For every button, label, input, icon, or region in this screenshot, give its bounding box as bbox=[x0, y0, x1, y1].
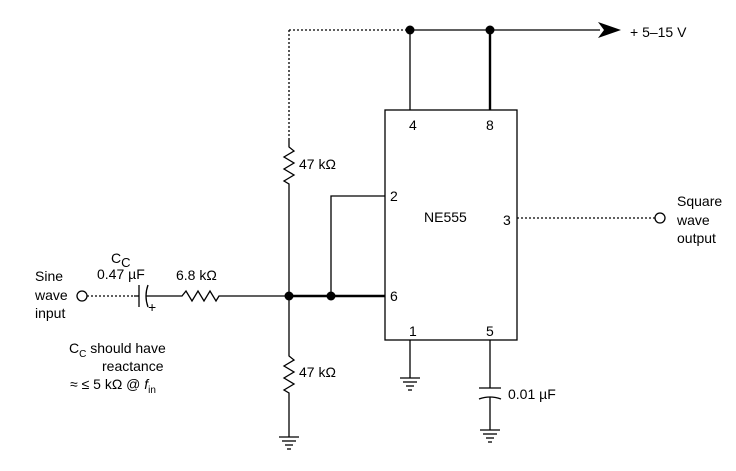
output-label-line2: wave bbox=[676, 212, 710, 228]
coupling-capacitor-name: CC bbox=[111, 250, 131, 270]
resistor-top-label: 47 kΩ bbox=[299, 156, 336, 172]
resistor-top-symbol bbox=[282, 140, 296, 190]
pin-2-label: 2 bbox=[390, 188, 398, 204]
note-line2: reactance bbox=[102, 358, 164, 374]
output-label-line3: output bbox=[677, 230, 716, 246]
coupling-capacitor-symbol bbox=[134, 284, 178, 308]
pin-8-label: 8 bbox=[486, 117, 494, 133]
pin5-capacitor-label: 0.01 µF bbox=[508, 386, 556, 402]
pin2-wire bbox=[330, 195, 385, 296]
output-label-line1: Square bbox=[677, 193, 722, 209]
junction-dot bbox=[284, 291, 294, 301]
pin-1-label: 1 bbox=[409, 323, 417, 339]
pin-4-label: 4 bbox=[409, 117, 417, 133]
resistor-bottom-symbol bbox=[282, 352, 296, 398]
coupling-capacitor-value: 0.47 µF bbox=[97, 266, 145, 282]
note-line1: CC should have bbox=[69, 340, 166, 360]
pin-5-label: 5 bbox=[486, 323, 494, 339]
input-label-line2: wave bbox=[34, 287, 68, 303]
ground-icon bbox=[480, 429, 500, 443]
input-label-line1: Sine bbox=[35, 268, 63, 284]
supply-voltage-label: + 5–15 V bbox=[630, 24, 687, 40]
output-terminal bbox=[654, 212, 666, 224]
pin5-capacitor-symbol bbox=[478, 387, 502, 430]
supply-arrow-icon bbox=[598, 22, 621, 38]
pin-6-label: 6 bbox=[390, 288, 398, 304]
note-line3: ≈ ≤ 5 kΩ @ fin bbox=[70, 376, 156, 396]
series-resistor-symbol bbox=[178, 289, 289, 303]
supply-rail bbox=[289, 22, 621, 38]
ground-icon bbox=[400, 377, 420, 391]
capacitor-polarity-plus: + bbox=[148, 299, 156, 315]
series-resistor-label: 6.8 kΩ bbox=[176, 267, 217, 283]
input-label-line3: input bbox=[35, 305, 65, 321]
resistor-bottom-label: 47 kΩ bbox=[299, 364, 336, 380]
ic-name-label: NE555 bbox=[424, 209, 467, 225]
ne555-ic bbox=[384, 109, 518, 341]
input-terminal bbox=[76, 290, 88, 302]
ground-icon bbox=[279, 436, 299, 450]
pin-3-label: 3 bbox=[503, 212, 511, 228]
